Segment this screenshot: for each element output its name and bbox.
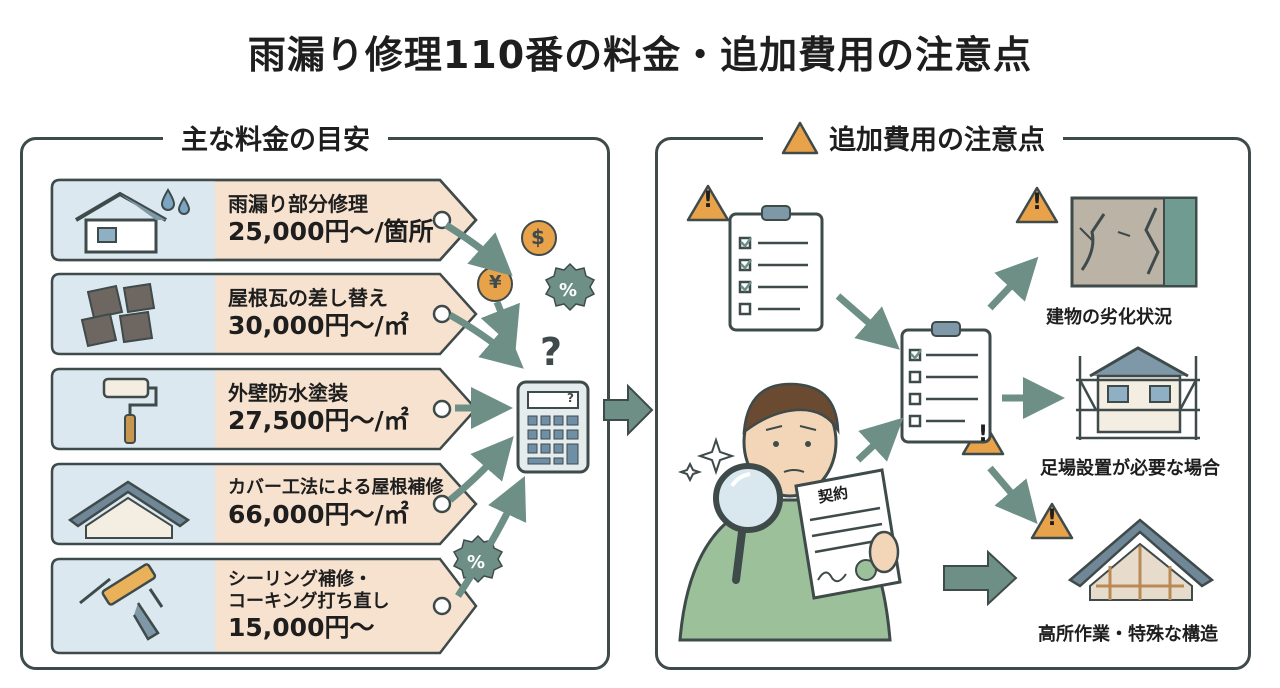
sparkle-icon [677, 436, 736, 483]
block-arrow [943, 549, 1018, 607]
price-item-sealing-repair: シーリング補修・ コーキング打ち直し 15,000円〜 [50, 557, 480, 657]
factor-label-high-work: 高所作業・特殊な構造 [1038, 624, 1218, 645]
price-tag-shape [50, 367, 478, 451]
price-item-roof-tile-replacement: 屋根瓦の差し替え 30,000円〜/㎡ [50, 272, 480, 356]
paint-roller-icon [102, 377, 158, 444]
warning-mark: ! [1032, 190, 1043, 215]
price-item-price: 66,000円〜/㎡ [228, 499, 409, 529]
price-item-text: シーリング補修・ コーキング打ち直し 15,000円〜 [228, 557, 389, 657]
warning-mark: ! [1047, 506, 1058, 531]
scaffolding-house-icon [1076, 346, 1200, 440]
flow-arrows [835, 256, 1065, 525]
warning-icon [781, 121, 819, 154]
price-item-name: 外壁防水塗装 [228, 380, 348, 405]
price-item-price: 30,000円〜/㎡ [228, 310, 409, 340]
additional-cost-title: 追加費用の注意点 [763, 118, 1063, 157]
price-item-name-line-1: シーリング補修・ [228, 569, 372, 591]
warning-icon [1030, 502, 1074, 540]
caulking-gun-icon [79, 563, 164, 641]
page-title: 雨漏り修理110番の料金・追加費用の注意点 [247, 33, 1033, 77]
price-item-exterior-waterproof-painting: 外壁防水塗装 27,500円〜/㎡ [50, 367, 480, 451]
price-item-price: 27,500円〜/㎡ [228, 405, 409, 435]
warning-icon [1015, 186, 1059, 224]
question-mark: ? [540, 330, 563, 374]
price-item-name: カバー工法による屋根補修 [228, 476, 444, 498]
factor-label-scaffolding: 足場設置が必要な場合 [1040, 458, 1220, 479]
price-item-text: カバー工法による屋根補修 66,000円〜/㎡ [228, 462, 443, 546]
price-item-price: 15,000円〜 [228, 613, 375, 643]
price-item-price: 25,000円〜/箇所 [228, 216, 434, 246]
percent-symbol-small: % [467, 552, 486, 573]
percent-badge-icon [544, 262, 596, 312]
yen-symbol: ¥ [489, 272, 502, 293]
warning-mark: ! [703, 188, 714, 213]
price-item-name-line-2: コーキング打ち直し [228, 590, 390, 612]
price-guide-title: 主な料金の目安 [163, 118, 388, 157]
warning-mark: ! [978, 422, 989, 447]
price-item-roof-leak-repair: 雨漏り部分修理 25,000円〜/箇所 [50, 178, 480, 262]
price-item-text: 外壁防水塗装 27,500円〜/㎡ [228, 367, 409, 451]
cracked-wall-icon [1070, 196, 1198, 288]
price-tag-shape [50, 557, 478, 655]
price-guide-panel: 主な料金の目安 [20, 118, 610, 670]
magnifying-glass-icon [713, 463, 783, 584]
price-item-text: 雨漏り部分修理 25,000円〜/箇所 [228, 178, 434, 262]
roof-cover-icon [67, 480, 191, 539]
checklist-clipboard-icon [728, 205, 824, 332]
factor-label-deterioration: 建物の劣化状況 [1046, 307, 1172, 328]
calculator-display-question: ? [567, 391, 574, 405]
roof-tiles-icon [80, 282, 156, 348]
center-flow-arrow [603, 383, 654, 437]
price-item-text: 屋根瓦の差し替え 30,000円〜/㎡ [228, 272, 409, 356]
house-rain-icon [74, 188, 191, 254]
calculator-icon [516, 380, 590, 474]
checklist-clipboard-icon [900, 321, 992, 444]
additional-cost-panel: 追加費用の注意点 [655, 118, 1251, 670]
warning-icon [686, 184, 730, 222]
dollar-coin-icon [521, 220, 557, 256]
price-item-name: 屋根瓦の差し替え [228, 285, 388, 310]
price-item-cover-method-roof-repair: カバー工法による屋根補修 66,000円〜/㎡ [50, 462, 480, 546]
roof-structure-icon [1067, 518, 1215, 601]
price-item-name: 雨漏り部分修理 [228, 191, 368, 216]
dollar-symbol: $ [531, 225, 545, 249]
flow-arrows-to-calculator [444, 222, 527, 598]
percent-symbol: % [559, 280, 578, 301]
contract-document-icon [794, 468, 902, 600]
